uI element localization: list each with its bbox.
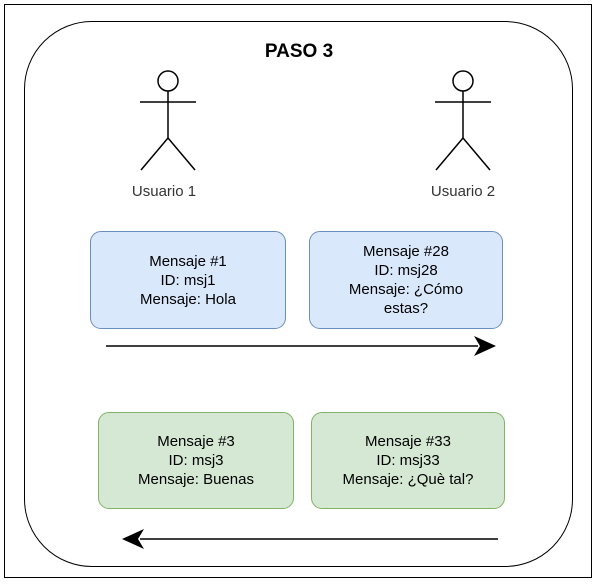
message-box-msj3: Mensaje #3 ID: msj3 Mensaje: Buenas xyxy=(98,412,294,509)
message-text: Mensaje: Buenas xyxy=(138,471,254,488)
message-number: Mensaje #3 xyxy=(157,433,235,450)
message-number: Mensaje #28 xyxy=(363,243,449,260)
message-number: Mensaje #33 xyxy=(365,433,451,450)
arrow-right-icon xyxy=(106,336,496,356)
arrow-left-icon xyxy=(122,529,498,549)
actor-usuario-2 xyxy=(423,68,503,178)
stick-figure-icon xyxy=(435,70,491,171)
message-box-msj1: Mensaje #1 ID: msj1 Mensaje: Hola xyxy=(90,231,286,329)
step-title: PASO 3 xyxy=(264,41,334,62)
message-number: Mensaje #1 xyxy=(149,252,227,270)
message-text: Mensaje: Hola xyxy=(140,290,236,308)
message-text: Mensaje: ¿Cómo xyxy=(348,281,464,298)
message-id: ID: msj1 xyxy=(160,271,216,289)
message-box-msj33: Mensaje #33 ID: msj33 Mensaje: ¿Què tal? xyxy=(311,412,505,509)
actor-label-usuario-1: Usuario 1 xyxy=(131,183,197,200)
step-container xyxy=(24,21,573,567)
message-id: ID: msj33 xyxy=(376,452,440,469)
actor-label-usuario-2: Usuario 2 xyxy=(430,183,496,200)
stick-figure-icon xyxy=(140,70,196,171)
message-text-continued: estas? xyxy=(383,300,429,317)
actor-usuario-1 xyxy=(128,68,208,178)
message-id: ID: msj28 xyxy=(374,262,438,279)
message-id: ID: msj3 xyxy=(168,452,224,469)
message-box-msj28: Mensaje #28 ID: msj28 Mensaje: ¿Cómo est… xyxy=(309,231,503,329)
message-text: Mensaje: ¿Què tal? xyxy=(342,471,474,488)
